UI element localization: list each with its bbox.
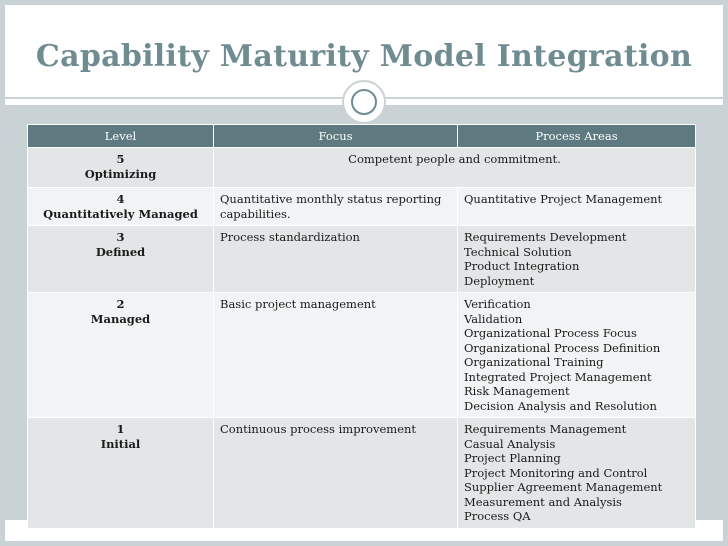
process-area: Quantitative Project Management — [464, 192, 663, 206]
level-number: 1 — [116, 422, 125, 436]
process-areas-cell: Requirements Development Technical Solut… — [457, 225, 696, 293]
process-area: Product Integration — [464, 259, 580, 273]
cmmi-table: Level Focus Process Areas 5 Optimizing C… — [27, 124, 696, 529]
process-area: Project Planning — [464, 451, 561, 465]
level-name: Quantitatively Managed — [43, 206, 198, 221]
process-area: Measurement and Analysis — [464, 494, 622, 509]
focus-cell: Process standardization — [213, 225, 458, 293]
header-process-areas: Process Areas — [457, 124, 696, 148]
process-area: Requirements Development — [464, 230, 627, 244]
slide-header: Capability Maturity Model Integration — [5, 5, 723, 100]
table-header-row: Level Focus Process Areas — [27, 124, 696, 148]
focus-cell: Quantitative monthly status reporting ca… — [213, 187, 458, 226]
table-row: 4 Quantitatively Managed Quantitative mo… — [27, 187, 696, 226]
focus-cell: Continuous process improvement — [213, 417, 458, 529]
process-area: Deployment — [464, 273, 535, 288]
level-cell: 2 Managed — [27, 292, 214, 418]
level-cell: 1 Initial — [27, 417, 214, 529]
process-area: Risk Management — [464, 384, 570, 398]
process-area: Validation — [464, 311, 523, 326]
table-row: 1 Initial Continuous process improvement… — [27, 417, 696, 529]
process-area: Decision Analysis and Resolution — [464, 398, 657, 413]
process-area: Verification — [464, 297, 531, 311]
header-focus: Focus — [213, 124, 458, 148]
level-cell: 4 Quantitatively Managed — [27, 187, 214, 226]
process-area: Organizational Process Definition — [464, 340, 661, 355]
ornament-inner-circle — [351, 89, 377, 115]
process-area: Casual Analysis — [464, 436, 556, 451]
process-area: Technical Solution — [464, 244, 572, 259]
table-row: 5 Optimizing Competent people and commit… — [27, 147, 696, 188]
level-number: 5 — [116, 152, 125, 166]
level-number: 3 — [116, 230, 125, 244]
process-area: Requirements Management — [464, 422, 627, 436]
level-name: Optimizing — [84, 166, 157, 181]
process-area: Supplier Agreement Management — [464, 480, 663, 494]
ornament-circle-icon — [342, 80, 386, 124]
process-area: Integrated Project Management — [464, 369, 652, 384]
table-row: 3 Defined Process standardization Requir… — [27, 225, 696, 293]
process-areas-cell: Quantitative Project Management — [457, 187, 696, 226]
process-area: Project Monitoring and Control — [464, 465, 648, 480]
process-area: Organizational Process Focus — [464, 326, 637, 340]
level-number: 2 — [116, 297, 125, 311]
focus-cell: Basic project management — [213, 292, 458, 418]
process-area: Process QA — [464, 509, 531, 523]
header-level: Level — [27, 124, 214, 148]
level-name: Defined — [95, 244, 146, 259]
level-number: 4 — [116, 192, 125, 206]
process-area: Organizational Training — [464, 355, 604, 369]
slide-title: Capability Maturity Model Integration — [35, 39, 693, 74]
process-areas-cell: Requirements Management Casual Analysis … — [457, 417, 696, 529]
level-cell: 5 Optimizing — [27, 147, 214, 188]
focus-cell: Competent people and commitment. — [213, 147, 696, 188]
process-areas-cell: Verification Validation Organizational P… — [457, 292, 696, 418]
level-name: Managed — [90, 311, 151, 326]
level-name: Initial — [100, 436, 141, 451]
level-cell: 3 Defined — [27, 225, 214, 293]
table-row: 2 Managed Basic project management Verif… — [27, 292, 696, 418]
